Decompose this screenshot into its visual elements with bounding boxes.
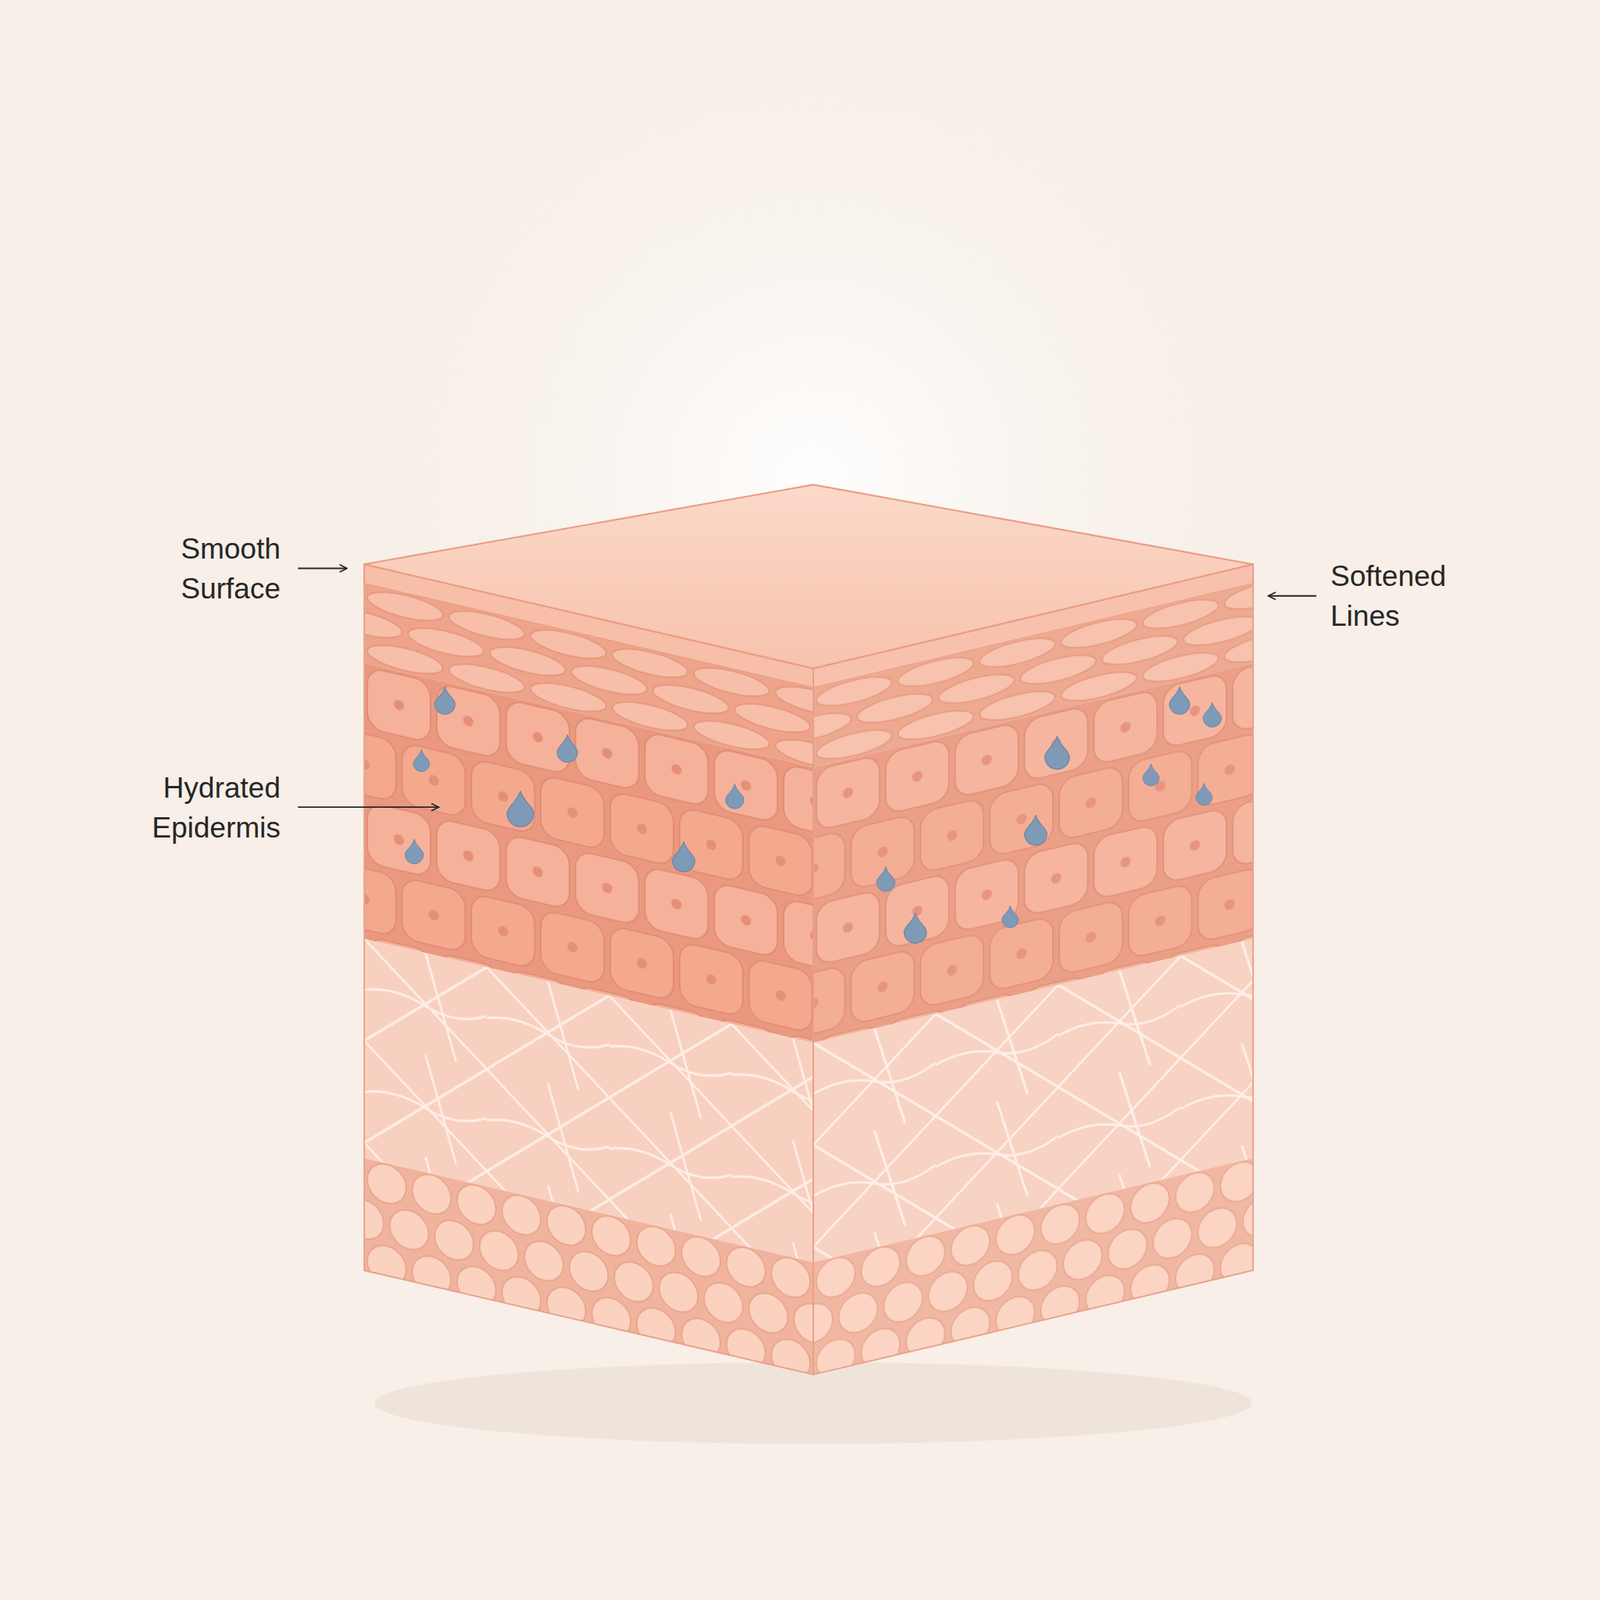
water-drops xyxy=(405,686,1222,943)
skin-surface xyxy=(364,484,1254,668)
right-face xyxy=(813,564,1254,1375)
leader-arrow xyxy=(1268,595,1317,597)
front-edge xyxy=(812,668,815,1375)
left-face xyxy=(364,564,814,1375)
part-label: Smooth Surface xyxy=(180,528,281,609)
leader-arrow xyxy=(297,806,439,808)
leader-arrows xyxy=(297,568,1317,808)
part-label: Softened Lines xyxy=(1330,556,1447,636)
leader-arrow xyxy=(297,567,347,570)
part-label: Hydrated Epidermis xyxy=(152,767,281,848)
